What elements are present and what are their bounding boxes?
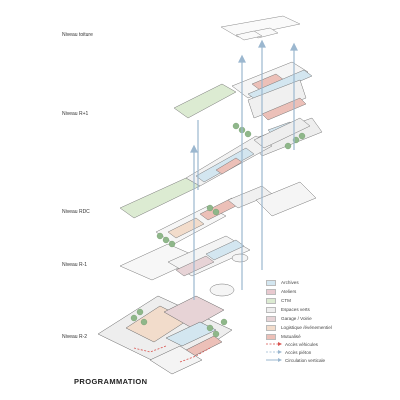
legend-label: Circulation verticale xyxy=(285,357,326,363)
vehicle-access-line-icon xyxy=(266,342,282,346)
legend-label: Accès piéton xyxy=(285,349,312,355)
legend-swatch xyxy=(266,324,276,331)
level-label-rdc: Niveau RDC xyxy=(62,209,90,215)
legend-label: Archives xyxy=(281,280,299,285)
legend-label: Accès véhicules xyxy=(285,341,318,347)
legend-item-mutualise: Mutualisé xyxy=(266,332,332,341)
level-label-r-minus-1: Niveau R-1 xyxy=(62,262,88,268)
roof-level-plan xyxy=(220,15,301,41)
legend-item-ateliers: Ateliers xyxy=(266,287,332,296)
legend-label: Garage / Voirie xyxy=(281,316,312,321)
legend-swatch xyxy=(266,315,276,322)
diagram-title: PROGRAMMATION xyxy=(74,377,148,386)
legend-label: Espaces verts xyxy=(281,307,310,312)
legend-label: Logistique /événementiel xyxy=(281,325,332,330)
legend-item-acces-vehicules: Accès véhicules xyxy=(266,340,325,348)
r-minus-2-level-plan xyxy=(97,295,233,375)
legend-label: Ateliers xyxy=(281,289,297,294)
legend-swatch xyxy=(266,333,276,340)
legend-item-circulation-verticale: Circulation verticale xyxy=(266,356,325,364)
legend-item-archives: Archives xyxy=(266,278,332,287)
legend-label: Mutualisé xyxy=(281,334,301,339)
level-label-r-minus-2: Niveau R-2 xyxy=(62,334,88,340)
legend-item-logistique: Logistique /événementiel xyxy=(266,323,332,332)
legend-swatch xyxy=(266,297,276,304)
vertical-circulation xyxy=(190,39,298,300)
level-label-roof: Niveau toiture xyxy=(62,32,93,38)
rdc-level-plan xyxy=(119,117,317,245)
legend-item-ctm: CTM xyxy=(266,296,332,305)
trees xyxy=(130,122,306,338)
legend-swatch xyxy=(266,288,276,295)
vertical-circulation-line-icon xyxy=(266,358,282,362)
vehicle-access-arrows xyxy=(133,345,211,363)
legend-swatch xyxy=(266,279,276,286)
r-minus-1-level-plan xyxy=(119,235,251,297)
pedestrian-access-line-icon xyxy=(266,350,282,354)
access-legend: Accès véhicules Accès piéton Circulation… xyxy=(266,340,325,364)
legend-item-garage-voirie: Garage / Voirie xyxy=(266,314,332,323)
legend-swatch xyxy=(266,306,276,313)
level-label-r-plus-1: Niveau R+1 xyxy=(62,111,89,117)
legend-item-acces-pieton: Accès piéton xyxy=(266,348,325,356)
programme-legend: Archives Ateliers CTM Espaces verts Gara… xyxy=(266,278,332,341)
legend-label: CTM xyxy=(281,298,291,303)
legend-item-espaces-verts: Espaces verts xyxy=(266,305,332,314)
